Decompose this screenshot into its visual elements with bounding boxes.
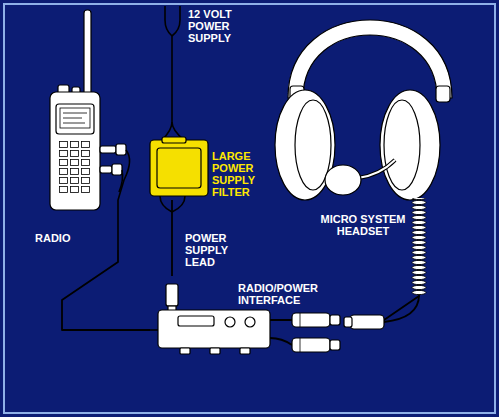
interface-drawing-part bbox=[166, 284, 178, 306]
interface-drawing-part bbox=[270, 319, 292, 321]
filter-node: LARGE POWER SUPPLY FILTER bbox=[148, 135, 270, 200]
interface-drawing-part bbox=[225, 317, 235, 327]
interface-drawing-part bbox=[292, 313, 330, 327]
radio-drawing-part bbox=[63, 123, 85, 124]
interface-drawing-part bbox=[330, 340, 340, 350]
headset-drawing-part bbox=[344, 317, 352, 327]
radio-drawing-part bbox=[58, 140, 91, 194]
headset-drawing-part bbox=[384, 100, 420, 190]
radio-drawing-part bbox=[100, 146, 116, 153]
headset-drawing-part bbox=[325, 165, 361, 195]
cable-label: POWER SUPPLY LEAD bbox=[185, 232, 237, 268]
interface-drawing-part bbox=[210, 348, 220, 354]
radio-drawing-part bbox=[50, 92, 100, 210]
supply-wires-part bbox=[162, 36, 172, 140]
interface-label: RADIO/POWER INTERFACE bbox=[238, 282, 330, 306]
headset-drawing-part bbox=[358, 160, 395, 178]
filter-label: LARGE POWER SUPPLY FILTER bbox=[212, 150, 268, 198]
supply-wires-part bbox=[172, 196, 185, 212]
interface-drawing-part bbox=[158, 310, 270, 348]
headset-label: MICRO SYSTEM HEADSET bbox=[318, 213, 408, 237]
supply-wires-part bbox=[165, 6, 172, 36]
interface-drawing-part bbox=[180, 348, 190, 354]
interface-drawing-part bbox=[292, 338, 330, 352]
radio-drawing-part bbox=[56, 104, 94, 134]
frame-border bbox=[4, 4, 495, 413]
interface-drawing-part bbox=[178, 316, 214, 326]
interface-drawing-part bbox=[330, 315, 340, 325]
interface-drawing-part bbox=[270, 338, 292, 345]
interface-drawing-part bbox=[150, 329, 158, 331]
headset-drawing-part bbox=[288, 20, 452, 98]
headset-drawing-part bbox=[436, 86, 450, 102]
cable-line bbox=[345, 246, 419, 320]
radio-drawing-part bbox=[63, 118, 82, 119]
headset-drawing-part bbox=[380, 90, 440, 200]
filter-drawing-part bbox=[150, 140, 208, 196]
radio-drawing-part bbox=[100, 166, 112, 173]
cable-connector bbox=[62, 250, 150, 330]
headset-drawing-part bbox=[350, 315, 384, 329]
headset-drawing-part bbox=[384, 295, 419, 322]
radio-label: RADIO bbox=[35, 232, 95, 244]
supply-wires-part bbox=[172, 6, 180, 36]
radio-drawing-part bbox=[119, 170, 123, 192]
radio-drawing-part bbox=[60, 108, 90, 128]
radio-drawing-part bbox=[116, 144, 126, 155]
radio-drawing-part bbox=[63, 113, 87, 114]
filter-drawing-part bbox=[162, 137, 186, 143]
radio-drawing-part bbox=[112, 164, 122, 175]
interface-drawing-part bbox=[240, 348, 250, 354]
radio-drawing-part bbox=[84, 10, 91, 96]
interface-drawing-part bbox=[300, 313, 301, 327]
headset-drawing-part bbox=[411, 198, 427, 295]
interface-node: RADIO/POWER INTERFACE bbox=[150, 276, 345, 360]
interface-drawing-part bbox=[300, 338, 301, 352]
filter-drawing-part bbox=[157, 148, 201, 188]
radio-node: RADIO bbox=[30, 5, 130, 250]
headset-node: MICRO SYSTEM HEADSET bbox=[270, 8, 460, 246]
cable-line bbox=[62, 250, 150, 330]
supply-label: 12 VOLT POWER SUPPLY bbox=[188, 8, 258, 44]
supply-wires-part bbox=[160, 196, 172, 212]
interface-drawing-part bbox=[245, 317, 255, 327]
radio-drawing bbox=[50, 10, 130, 250]
radio-drawing-part bbox=[118, 150, 130, 250]
filter-drawing bbox=[150, 137, 208, 196]
cable-connector bbox=[345, 246, 419, 320]
headset-drawing-part bbox=[358, 160, 395, 178]
